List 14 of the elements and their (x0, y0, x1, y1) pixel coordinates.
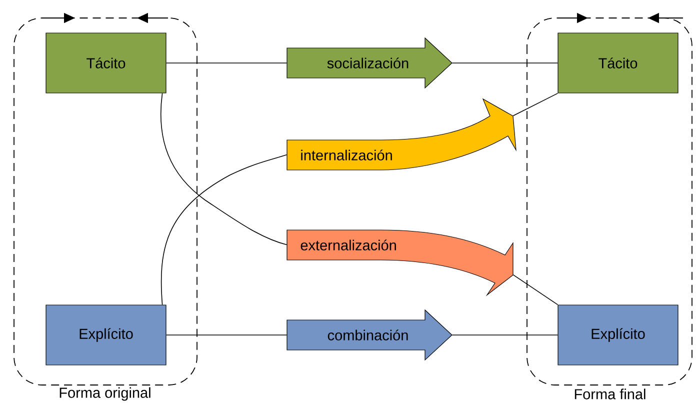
concept-box: Explícito (46, 304, 166, 366)
connector-line (160, 92, 288, 246)
connector-line (452, 62, 558, 64)
connector-line (166, 334, 288, 336)
connector-line (512, 92, 558, 116)
concept-box: Tácito (558, 32, 678, 94)
concept-box: Explícito (558, 304, 678, 366)
connector-line (452, 334, 558, 336)
node-label: Forma original (60, 387, 150, 401)
concept-box: Tácito (46, 32, 166, 94)
connector-line (166, 62, 288, 64)
connector-line (160, 154, 288, 306)
connector-line (512, 274, 558, 306)
node-label: Forma final (574, 388, 646, 400)
